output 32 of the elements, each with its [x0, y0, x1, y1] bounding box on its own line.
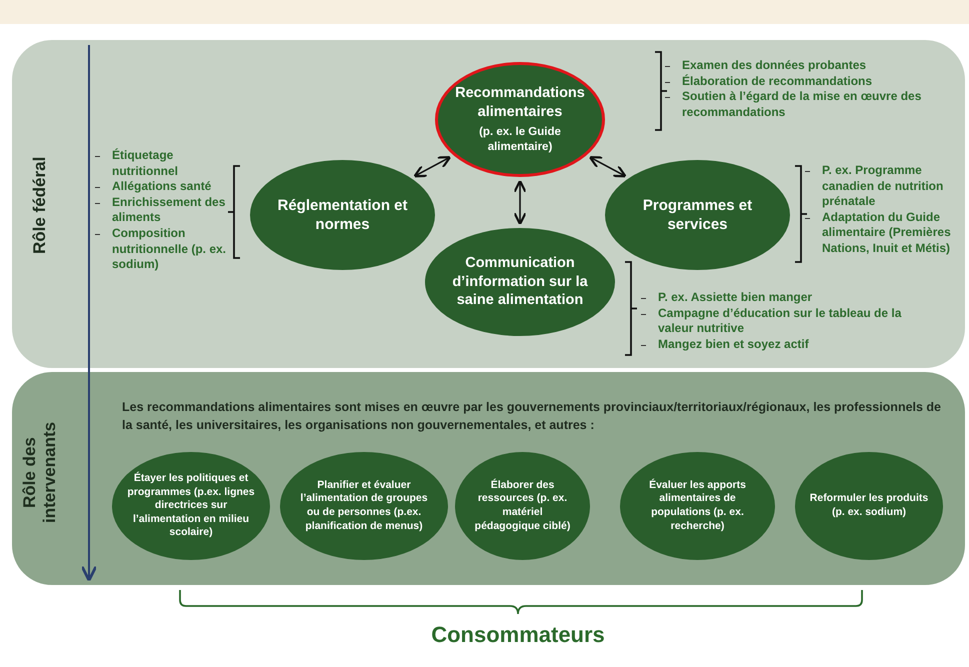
node-subtitle: (p. ex. le Guide alimentaire): [478, 125, 562, 156]
bullet-item: Soutien à l’égard de la mise en œuvre des recommandations: [660, 89, 940, 120]
bullet-item: Composition nutritionnelle (p. ex. sodium): [90, 226, 240, 273]
node-title: Élaborer des ressources (p. ex. matériel pédagogique ciblé): [474, 478, 572, 534]
bullet-item: Mangez bien et soyez actif: [636, 336, 936, 352]
bullet-item: Enrichissement des aliments: [90, 194, 240, 226]
panel-text: Les recommandations alimentaires sont mises en œuvre par les gouvernements provinciaux/territoriaux/régionaux, les professionnels de la santé, les universitaires, les organisations non gouvernementales, et autres :: [122, 399, 942, 434]
arrow: [413, 156, 452, 178]
bullet-item: P. ex. Programme canadien de nutrition prénatale: [800, 163, 965, 210]
panel: [12, 40, 965, 368]
bullet-item: Élaboration de recommandations: [660, 74, 940, 90]
bullet-item: Examen des données probantes: [660, 58, 940, 74]
node-title: Reformuler les produits (p. ex. sodium): [809, 492, 929, 520]
arrow: [588, 156, 627, 178]
label-text: Consommateurs: [430, 622, 606, 648]
panel-heading: Rôle des intervenants: [20, 420, 60, 526]
flow-arrow: [80, 45, 98, 582]
arrow: [513, 180, 527, 226]
bullet-item: P. ex. Assiette bien manger: [636, 290, 936, 306]
bullet-item: Allégations santé: [90, 179, 240, 195]
node-title: Étayer les politiques et programmes (p.ex. lignes directrices sur l’alimentation en milieu scolaire): [126, 472, 256, 540]
node-title: Recommandations alimentaires: [454, 84, 586, 122]
panel: [12, 372, 965, 585]
bullet-item: Adaptation du Guide alimentaire (Premières Nations, Inuit et Métis): [800, 210, 965, 257]
node-title: Réglementation et normes: [276, 196, 409, 234]
node-title: Planifier et évaluer l’alimentation de groupes ou de personnes (p.ex. planification de menus): [299, 478, 429, 534]
node-title: Programmes et services: [642, 196, 754, 234]
node-title: Évaluer les apports alimentaires de populations (p. ex. recherche): [648, 478, 747, 534]
node-title: Communication d’information sur la saine alimentation: [451, 254, 589, 310]
bullet-item: Campagne d’éducation sur le tableau de la valeur nutritive: [636, 306, 936, 337]
bullet-item: Étiquetage nutritionnel: [90, 148, 240, 180]
panel-heading: Rôle fédéral: [30, 155, 50, 256]
